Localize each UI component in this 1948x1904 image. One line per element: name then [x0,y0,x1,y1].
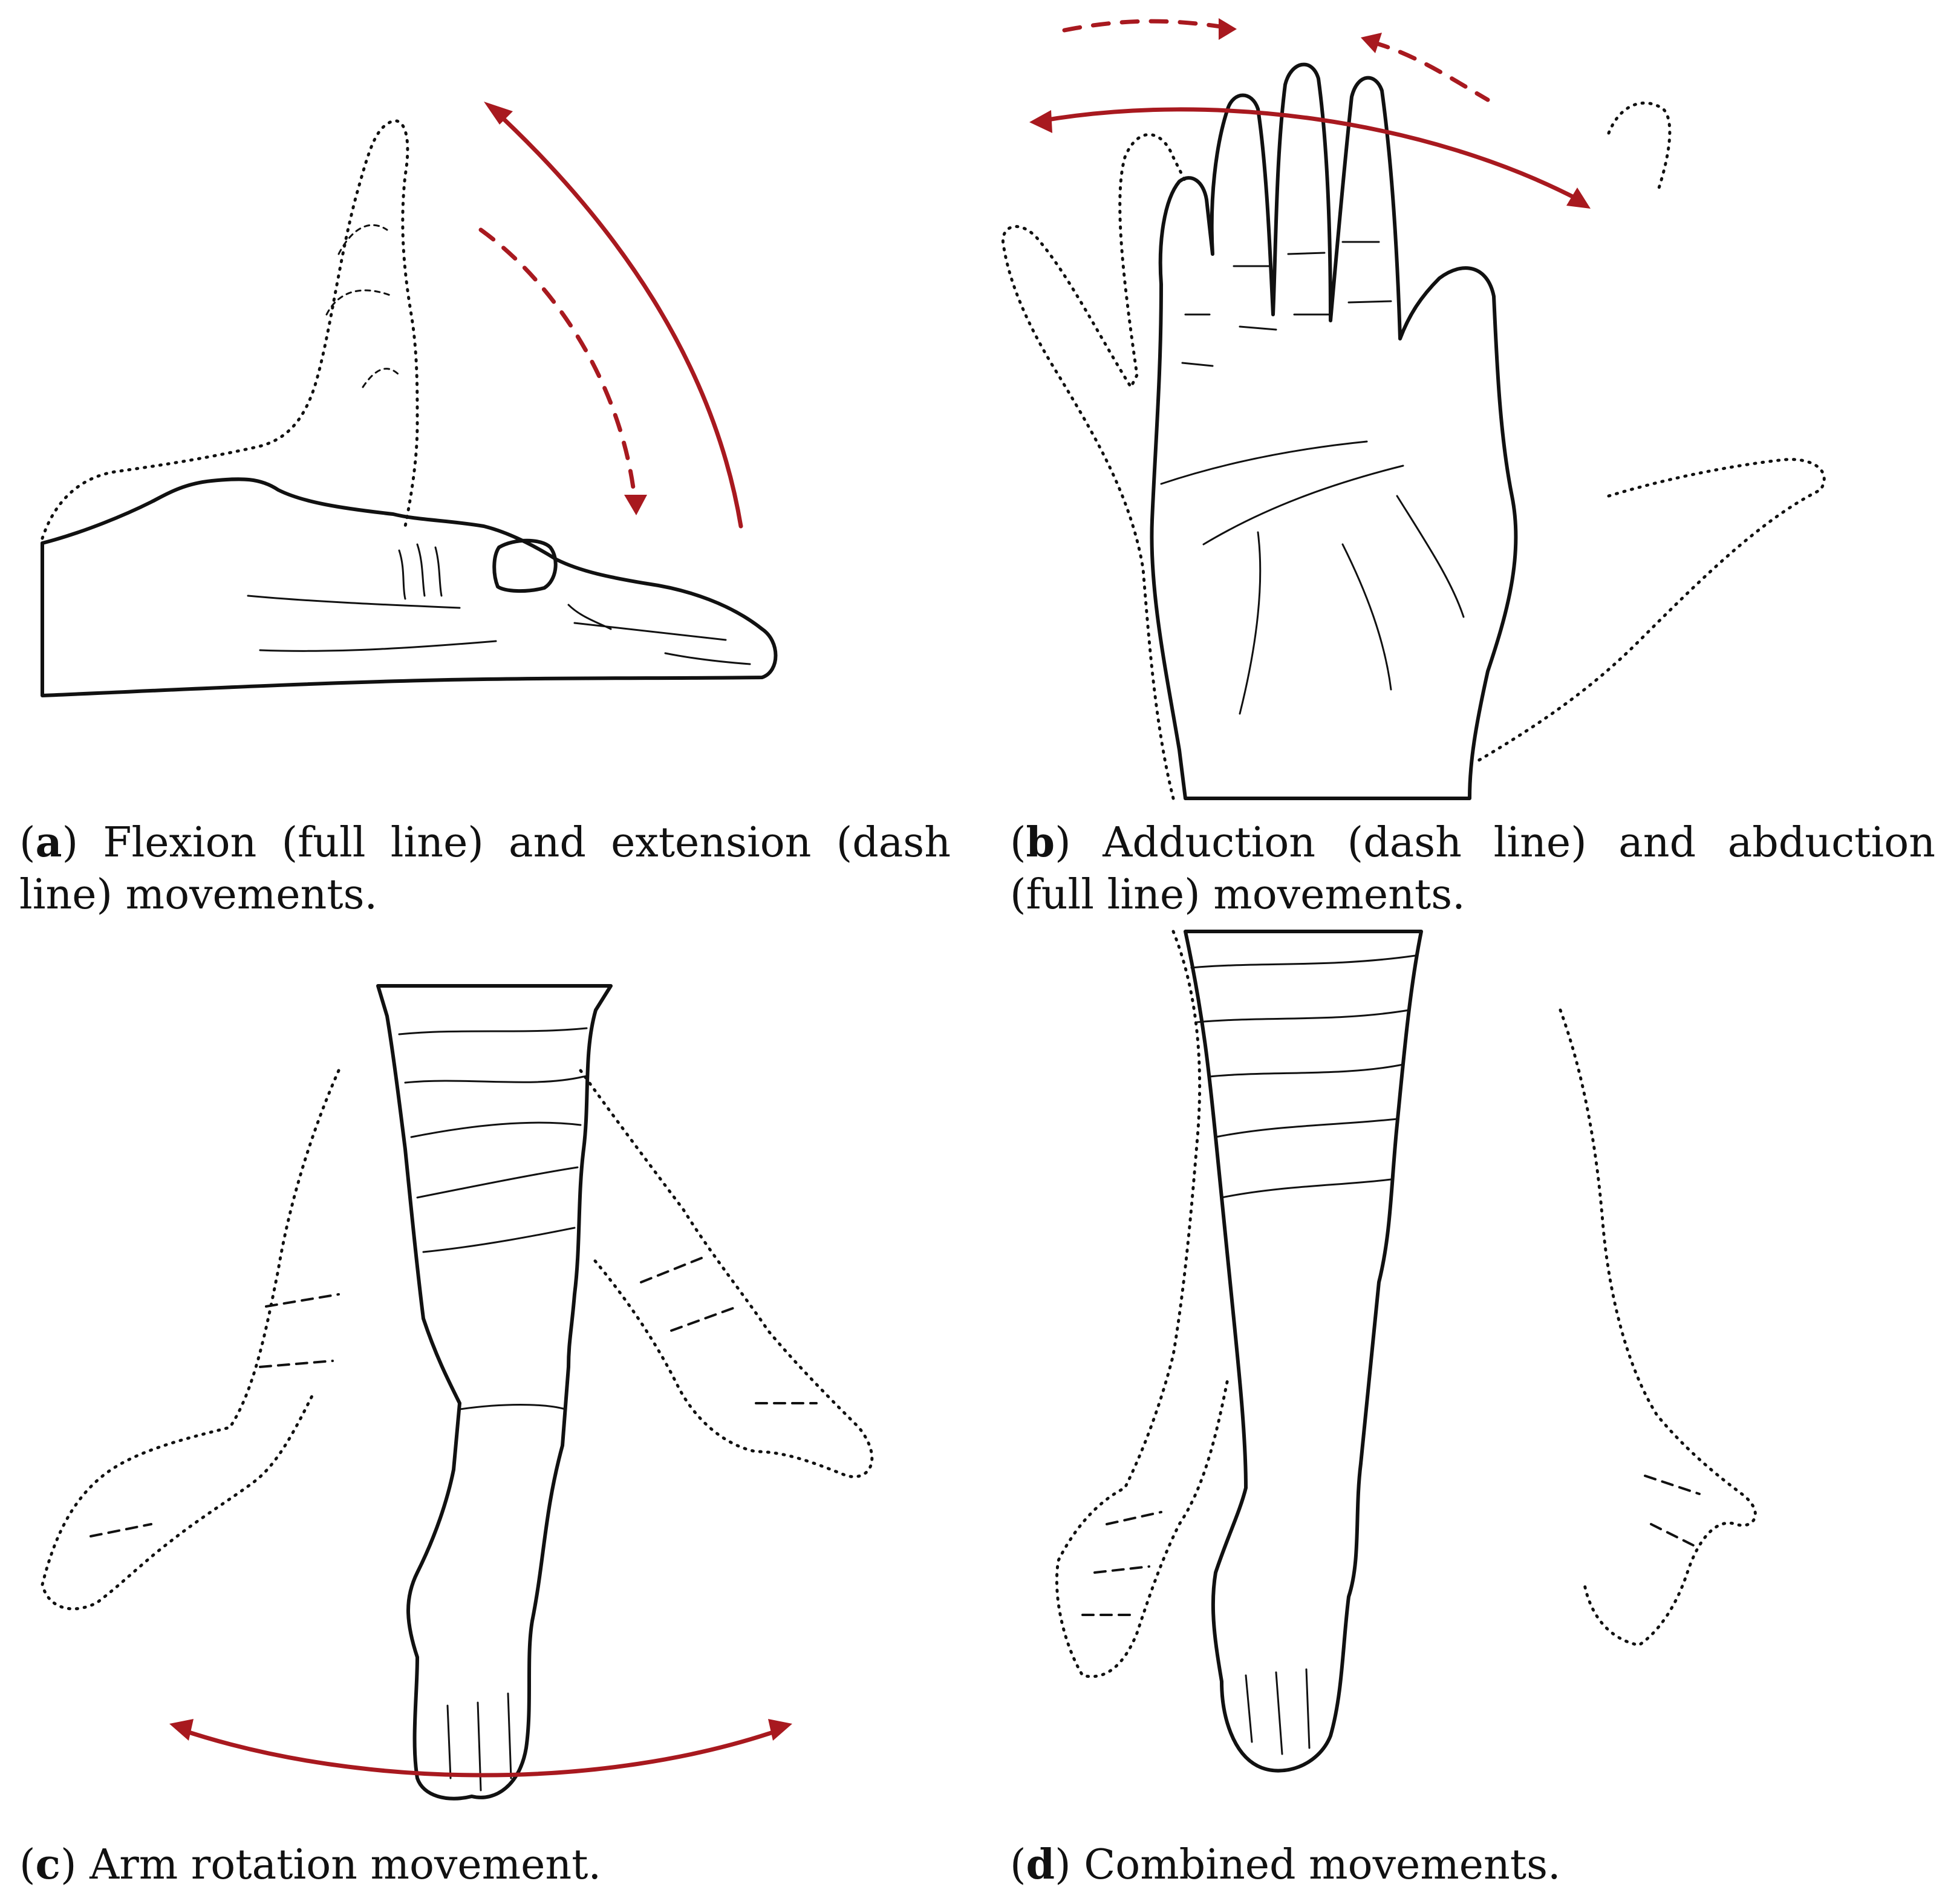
combined-movements-illustration [1055,930,1757,1773]
combined-arm-left-outline [1055,930,1230,1678]
palm-creases [1160,241,1465,715]
combined-sleeve-folds [1190,954,1416,1199]
center-arm-outline [376,984,613,1801]
side-hand-illustration [41,102,778,697]
rotation-arrow [179,1727,783,1778]
combined-finger-lines [1245,1668,1311,1755]
arm-rotation-illustration [41,984,874,1801]
adduction-arrow-right [1370,40,1490,102]
rotated-arm-creases [90,1257,818,1537]
abduction-arrowhead-right [1566,187,1591,209]
panel-a-flexion-extension: (a) Flexion (full line) and extension (d… [0,0,968,919]
caption-a: (a) Flexion (full line) and extension (d… [19,818,951,919]
adduction-arrowhead-right [1361,33,1382,53]
rotated-arm-left-outline [41,1069,340,1611]
caption-b: (b) Adduction (dash line) and abduction … [1010,818,1935,919]
rotated-arm-right-outline [579,1069,874,1478]
rotation-arrowhead-left [169,1719,194,1741]
abducted-hand-outline [1002,101,1826,800]
caption-c: (c) Arm rotation movement. [19,1840,602,1889]
flexion-arrow [490,106,743,529]
caption-a-letter: a [35,818,62,867]
caption-b-letter: b [1026,818,1055,867]
caption-a-text: Flexion (full line) and extension (dash … [19,819,951,919]
abduction-arrowhead-left [1029,110,1052,133]
panel-d-combined-movements: (d) Combined movements. [1004,919,1948,1904]
caption-b-text: Adduction (dash line) and abduction (ful… [1010,819,1935,919]
panel-c-arm-rotation: (c) Arm rotation movement. [0,944,968,1904]
adduction-arrow-left [1062,19,1227,33]
flat-hand-outline [41,477,778,697]
panel-b-adduction-abduction: (b) Adduction (dash line) and abduction … [1002,0,1948,919]
caption-d-text: Combined movements. [1084,1841,1561,1889]
hand-outline [1150,62,1518,800]
thumbnail-shape [492,538,558,593]
adduction-arrowhead-left [1219,18,1237,40]
abduction-arrow [1038,107,1581,202]
flexion-arrowhead [484,102,513,125]
caption-c-text: Arm rotation movement. [90,1841,602,1889]
combined-arm-creases [1081,1475,1701,1616]
extended-hand-inner [325,224,400,388]
combined-arm-right-outline [1559,1008,1757,1647]
extension-arrow [478,227,637,504]
sleeve-folds [398,1027,588,1410]
combined-center-arm-outline [1184,930,1423,1773]
caption-d: (d) Combined movements. [1010,1840,1561,1889]
rotation-arrowhead-right [768,1719,792,1741]
extended-hand-outline [41,119,419,540]
caption-d-letter: d [1026,1840,1055,1889]
hand-creases [247,543,751,665]
caption-c-letter: c [35,1840,60,1889]
extension-arrowhead [624,495,647,515]
front-hand-illustration [1002,18,1826,800]
